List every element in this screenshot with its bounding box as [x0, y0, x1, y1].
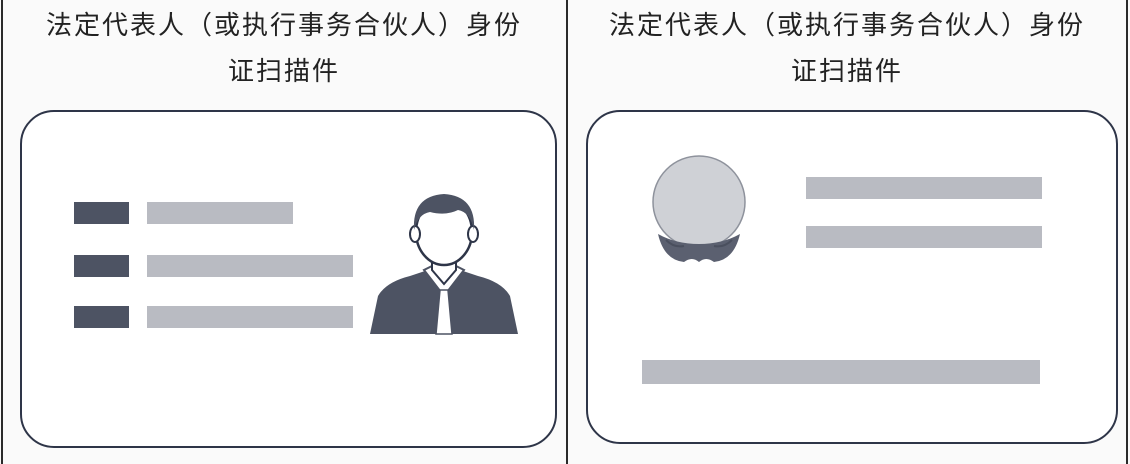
portrait-icon	[370, 194, 518, 335]
authority-bar-2	[806, 226, 1042, 248]
field-value-bar-3	[147, 306, 353, 328]
validity-bar	[642, 360, 1040, 384]
id-card-back	[586, 110, 1118, 444]
authority-bar-1	[806, 177, 1042, 199]
field-value-bar-2	[147, 255, 353, 277]
national-emblem-icon	[652, 155, 746, 262]
id-card-front	[20, 110, 557, 448]
id-front-title-line1: 法定代表人（或执行事务合伙人）身份	[45, 11, 522, 41]
field-label-block-1	[74, 202, 129, 224]
id-back-title-line2: 证扫描件	[790, 57, 903, 87]
table-left-border	[1, 0, 3, 464]
table-right-border	[1126, 0, 1128, 464]
id-back-cell: 法定代表人（或执行事务合伙人）身份 证扫描件	[568, 0, 1126, 464]
field-label-block-3	[74, 306, 129, 328]
field-value-bar-1	[147, 202, 293, 224]
id-front-title-line2: 证扫描件	[227, 57, 340, 87]
id-front-cell: 法定代表人（或执行事务合伙人）身份 证扫描件	[3, 0, 565, 464]
field-label-block-2	[74, 255, 129, 277]
id-back-title: 法定代表人（或执行事务合伙人）身份 证扫描件	[568, 0, 1126, 98]
table-divider	[566, 0, 568, 464]
id-front-title: 法定代表人（或执行事务合伙人）身份 证扫描件	[3, 0, 565, 98]
id-back-title-line1: 法定代表人（或执行事务合伙人）身份	[608, 11, 1085, 41]
